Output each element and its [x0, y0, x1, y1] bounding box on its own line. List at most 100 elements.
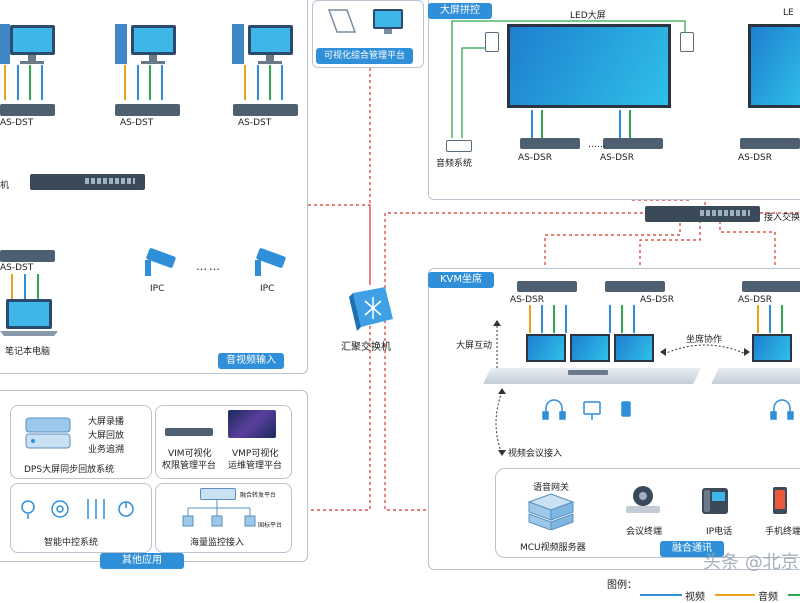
headset-icon: [770, 399, 794, 420]
kvm-monitor: [526, 334, 566, 362]
audio-links: [451, 20, 686, 138]
dps-line: 业务追溯: [88, 445, 125, 455]
bigscreen-tag: 大屏拼控: [428, 3, 492, 19]
laptop-icon: [0, 299, 58, 336]
legend-audio-line: [715, 594, 755, 596]
dst-label: AS-DST: [0, 263, 34, 273]
kvm-monitor: [614, 334, 654, 362]
legend-audio-label: 音频: [758, 592, 778, 603]
dsr-device: [520, 138, 580, 149]
dst-device: [0, 250, 55, 262]
ipc-label: IPC: [260, 284, 275, 294]
core-switch-label: 汇聚交换机: [341, 342, 391, 353]
ip-phone-icon: [702, 488, 728, 514]
led2-label: LE: [783, 8, 794, 18]
vmp-label: 运维管理平台: [228, 461, 283, 471]
tablet-icon: [327, 9, 357, 33]
server-rack-icon: [25, 417, 71, 449]
dps-label: DPS大屏同步回放系统: [24, 465, 115, 475]
mcu-server-icon: [527, 493, 575, 530]
dsr-label: AS-DSR: [600, 153, 635, 163]
speaker-icon: [680, 32, 694, 52]
smart-control-box: [10, 483, 152, 553]
dsr-device: [742, 281, 800, 292]
ipc-label: IPC: [150, 284, 165, 294]
conference-terminal-icon: [626, 486, 660, 513]
laptop-label: 笔记本电脑: [5, 347, 51, 357]
speaker-icon: [485, 32, 499, 52]
kvm-signal-arrows: [529, 305, 783, 333]
peripheral-icons: [542, 399, 631, 420]
dsr-label: AS-DSR: [738, 295, 773, 305]
smart-control-icons: [21, 499, 134, 519]
mobile-label: 手机终端: [765, 527, 800, 537]
kvm-desk-2: [711, 368, 800, 384]
gb-platform-label: 国标平台: [258, 522, 283, 529]
smart-control-label: 智能中控系统: [44, 538, 99, 548]
vim-device: [165, 428, 213, 436]
other-apps-tag: 其他应用: [100, 553, 184, 569]
vmp-screen: [228, 410, 276, 438]
monitor-tree: [182, 500, 256, 527]
access-switch: [645, 206, 760, 222]
edge-switch: [30, 174, 145, 190]
dsr-device: [740, 138, 800, 149]
ipc-camera-icon: [145, 248, 176, 276]
fusion-tag: 融合通讯: [660, 541, 724, 557]
gateway-label: 语音网关: [533, 483, 570, 493]
coop-label: 坐席协作: [686, 335, 723, 345]
pc-icon: [232, 24, 293, 64]
led-screen-2: [748, 24, 800, 108]
dst-device: [233, 104, 298, 116]
watermark: 头条 @北京: [703, 552, 799, 573]
dsr-ellipsis: ……: [588, 140, 606, 150]
dsr-device: [603, 138, 663, 149]
dsr-label: AS-DSR: [510, 295, 545, 305]
access-switch-label: 接入交换: [764, 213, 800, 223]
led-screen: [507, 24, 671, 108]
ipc-ellipsis: ……: [196, 260, 222, 273]
audio-system-label: 音频系统: [436, 159, 473, 169]
mcu-label: MCU视频服务器: [520, 543, 586, 553]
platform-tag: 可视化综合管理平台: [316, 48, 414, 64]
mobile-icon: [773, 487, 787, 514]
dsr-device: [605, 281, 665, 292]
vmp-label: VMP可视化: [232, 449, 279, 459]
signal-arrows: [4, 65, 283, 100]
kvm-tag: KVM坐席: [428, 272, 495, 288]
vim-label: 权限管理平台: [162, 461, 217, 471]
dps-line: 大屏回放: [88, 431, 125, 441]
terminal-label: 会议终端: [626, 527, 663, 537]
video-conf-arrow: [495, 388, 506, 456]
coop-arrow: [660, 344, 750, 356]
dsr-label: AS-DSR: [738, 153, 773, 163]
dst-label: AS-DST: [120, 118, 154, 128]
video-conf-label: 视频会议接入: [508, 449, 563, 459]
dsr-label: AS-DSR: [640, 295, 675, 305]
vim-label: VIM可视化: [168, 449, 212, 459]
pc-icon: [115, 24, 176, 64]
monitor-access-label: 海量监控接入: [190, 538, 245, 548]
dst-label: AS-DST: [0, 118, 34, 128]
legend-video-line: [640, 594, 682, 596]
ip-phone-label: IP电话: [706, 527, 733, 537]
av-input-tag: 音视频输入: [218, 353, 284, 369]
fusion-platform-label: 融合转发平台: [240, 492, 277, 499]
pc-icon: [0, 24, 55, 64]
audio-system-device: [446, 140, 472, 152]
dps-line: 大屏录播: [88, 417, 125, 427]
fusion-platform-device: [200, 488, 236, 500]
monitor-icon: [373, 9, 403, 34]
kvm-monitor: [752, 334, 792, 362]
interact-arrow: [493, 320, 501, 376]
core-switch-icon: [349, 287, 393, 331]
dsr-device: [517, 281, 577, 292]
dsr-label: AS-DSR: [518, 153, 553, 163]
kvm-monitor: [570, 334, 610, 362]
interact-label: 大屏互动: [456, 341, 493, 351]
switch-label: 机: [0, 181, 10, 191]
legend-video-label: 视频: [685, 592, 705, 603]
legend-title: 图例：: [607, 580, 637, 591]
dst-label: AS-DST: [238, 118, 272, 128]
signal-arrows: [11, 274, 39, 300]
